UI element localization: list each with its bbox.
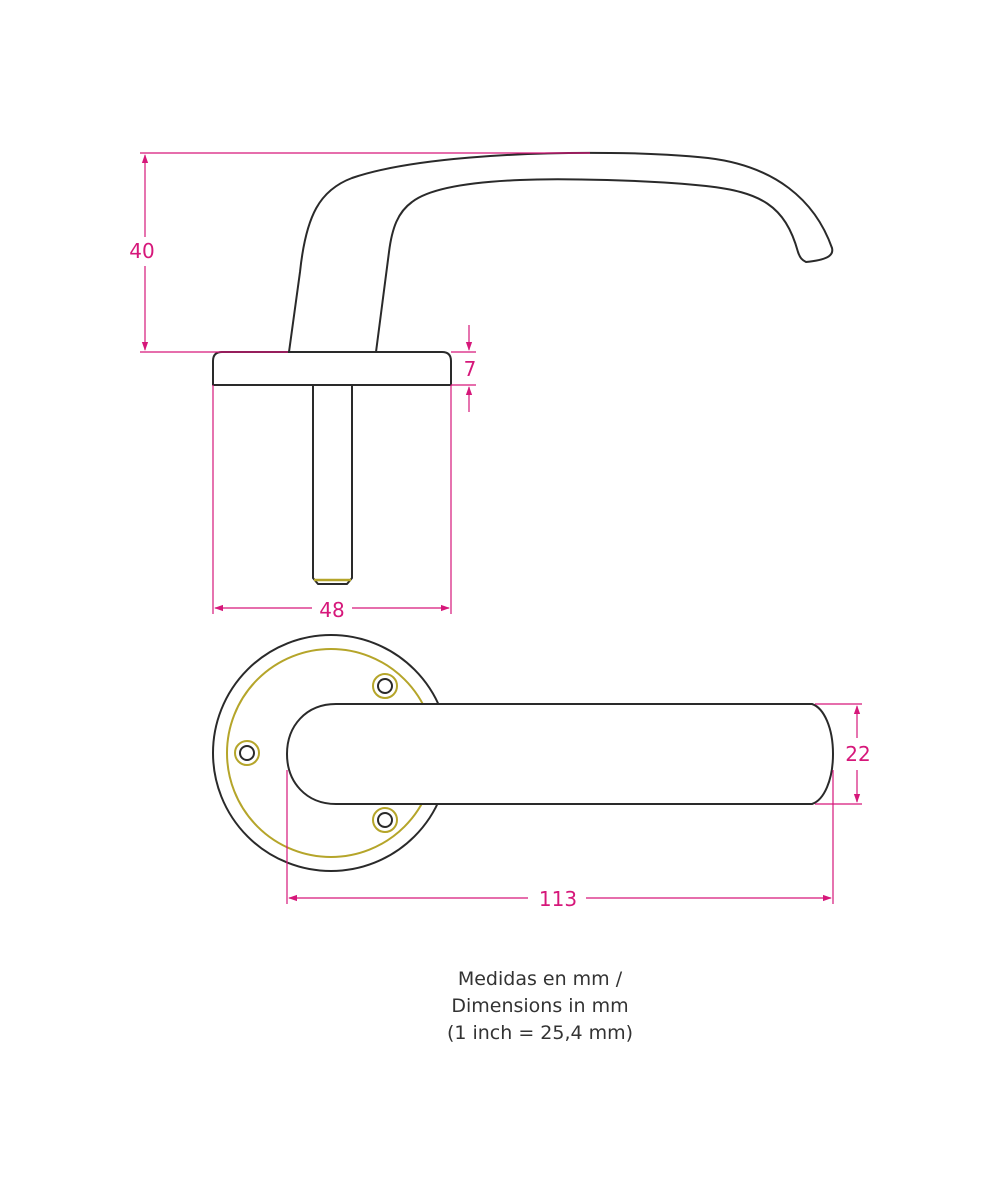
caption-line-1: Medidas en mm / [457,968,623,990]
rose-plate-side [212,351,452,386]
dimension-lever-length-label: 113 [539,887,577,911]
dimension-height-label: 40 [129,239,154,263]
spindle-outline [312,384,353,585]
dimension-rose-thickness: 7 [451,325,476,412]
units-caption: Medidas en mm / Dimensions in mm (1 inch… [340,966,740,1047]
caption-line-2: Dimensions in mm [451,995,629,1017]
dimension-rose-width-label: 48 [319,598,344,622]
top-view [212,634,834,872]
screw-bottom [372,807,398,833]
dimension-rose-thickness-label: 7 [464,357,477,381]
dimension-lever-width-label: 22 [845,742,870,766]
screw-top [372,673,398,699]
dimension-lever-width: 22 [815,703,871,805]
lever-top-outline [286,703,834,805]
side-view [212,151,834,585]
dimension-lever-length: 113 [286,770,834,911]
caption-line-3: (1 inch = 25,4 mm) [446,1022,634,1044]
lever-side-outline [288,151,834,353]
screw-left [234,740,260,766]
dimension-height: 40 [129,152,590,353]
dimension-rose-width: 48 [212,385,452,622]
